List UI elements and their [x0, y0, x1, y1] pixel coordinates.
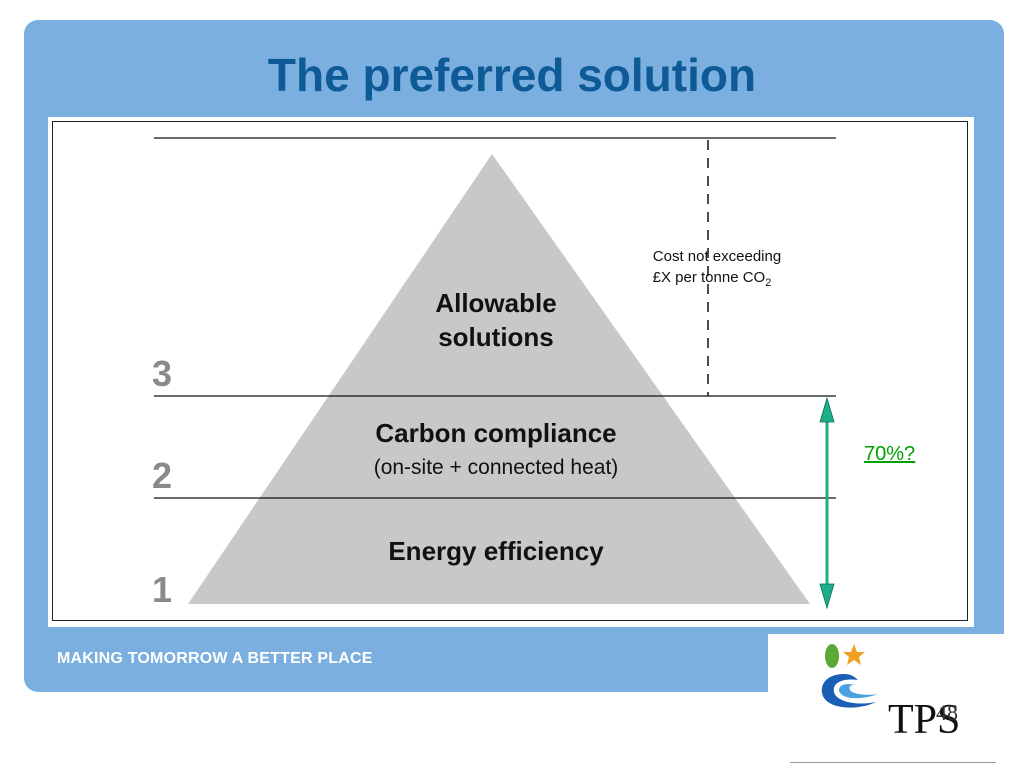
leaf-shape: [825, 644, 839, 668]
level-1-number: 1: [152, 569, 172, 610]
level-2-label: Carbon compliance: [375, 418, 616, 448]
arrow-label[interactable]: 70%?: [864, 443, 915, 465]
level-3-label-line2: solutions: [438, 322, 554, 352]
slide-title: The preferred solution: [267, 49, 757, 101]
level-1-label: Energy efficiency: [388, 536, 604, 566]
cost-note-subscript: 2: [765, 277, 771, 289]
double-arrow: [819, 396, 835, 610]
swoosh-shape: [821, 674, 876, 708]
cost-note-line1: Cost not exceeding: [653, 248, 781, 265]
star-shape: [843, 644, 865, 665]
figure-border: [52, 121, 968, 621]
logo-area: [768, 634, 1004, 768]
pyramid-shape: [188, 154, 810, 604]
double-arrow-head-down: [819, 583, 835, 610]
swoosh-inner: [839, 684, 878, 699]
tagline: MAKING TOMORROW A BETTER PLACE: [57, 650, 373, 667]
page-number: 48: [936, 700, 958, 725]
double-arrow-head-up: [819, 396, 835, 423]
logo-icon: [821, 644, 878, 708]
cost-note-line2-text: £X per tonne CO: [653, 269, 766, 286]
level-3-number: 3: [152, 353, 172, 394]
level-2-number: 2: [152, 455, 172, 496]
logo-text: TPS: [888, 697, 961, 743]
level-3-label-line1: Allowable: [435, 288, 556, 318]
bottom-rule: [790, 762, 996, 763]
level-2-sublabel: (on-site + connected heat): [374, 456, 619, 479]
cost-note-line2: £X per tonne CO2: [653, 269, 772, 289]
